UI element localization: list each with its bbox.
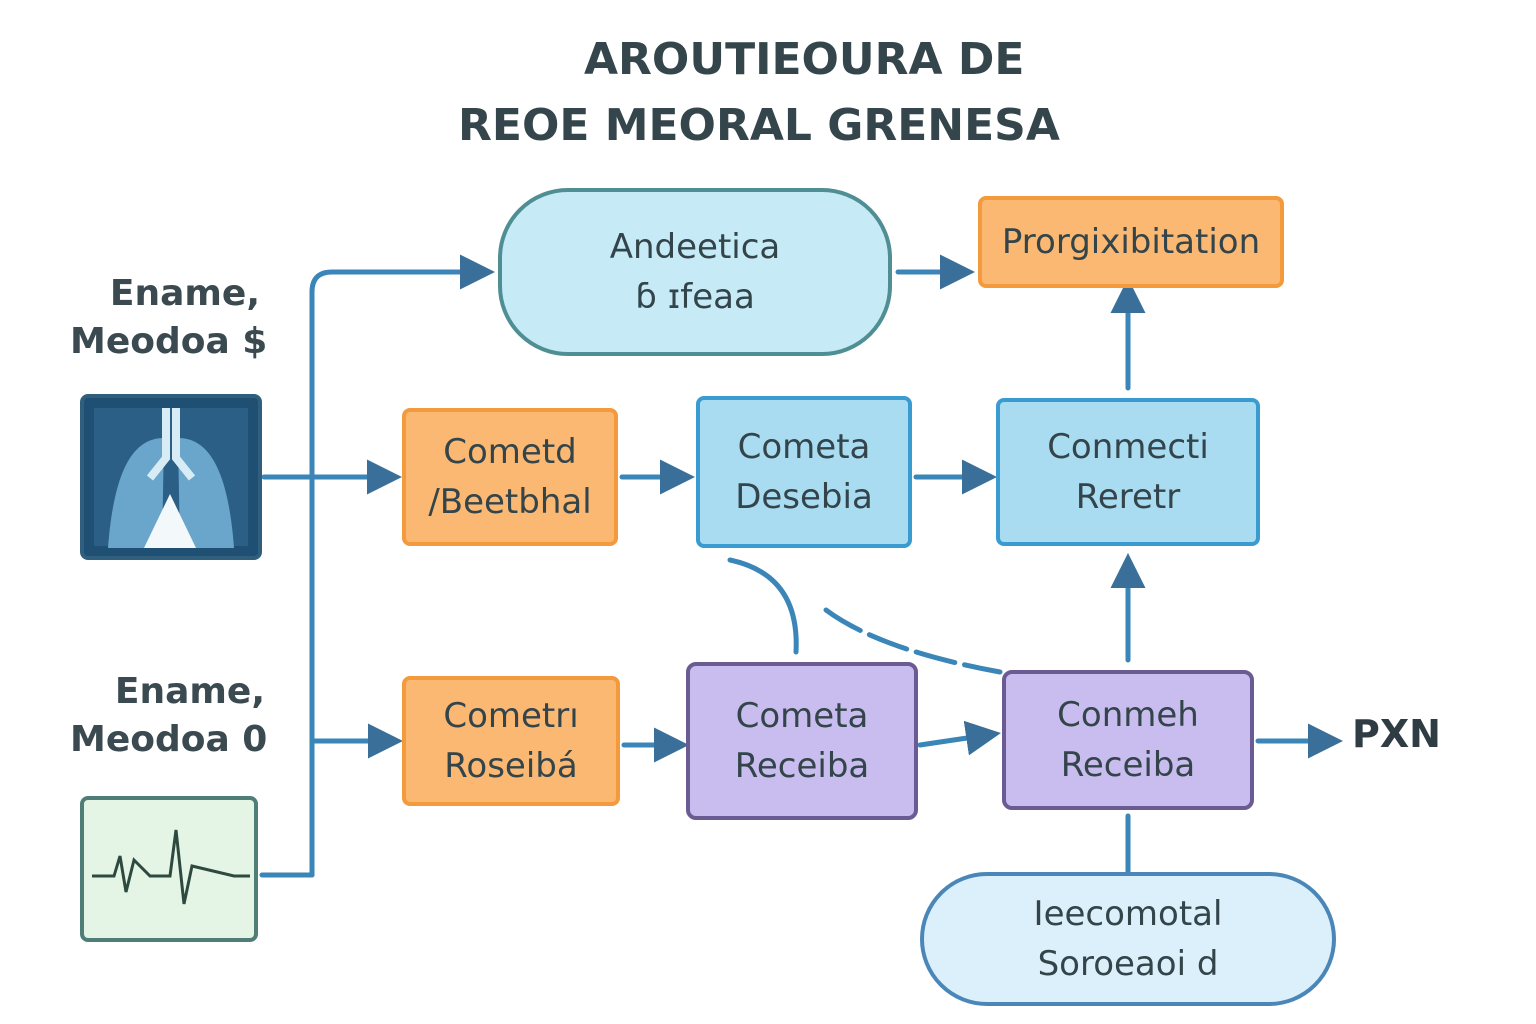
node-orange-mid-line2: /Beetbhal: [428, 482, 592, 522]
node-blue-mid-line1: Cometa: [737, 427, 871, 467]
input-label-bottom: Ename, Meodoa 0: [70, 668, 268, 764]
diagram-title-line2: REOE MEORAL GRENESA: [458, 100, 1060, 151]
node-pill-top-line2: ɓ ɪfeaa: [635, 277, 755, 317]
feedback-curve-1: [727, 557, 799, 655]
node-blue-right-line1: Conmecti: [1047, 427, 1209, 467]
node-blue-mid[interactable]: Cometa Desebia: [696, 396, 912, 548]
node-purple-mid-line1: Cometa: [735, 696, 869, 736]
purple-mid-to-purple-right-arrow: [917, 720, 1001, 756]
node-orange-mid-line1: Cometd: [443, 432, 577, 472]
node-pill-top[interactable]: Andeetica ɓ ɪfeaa: [498, 188, 892, 356]
input-bus-line: [309, 254, 495, 878]
node-pill-bottom[interactable]: Ieecomotal Soroeaoi d: [920, 872, 1336, 1006]
node-purple-right[interactable]: Conmeh Receiba: [1002, 670, 1254, 810]
node-orange-low[interactable]: Cometrı Roseibá: [402, 676, 620, 806]
feedback-curve-2: [823, 607, 1003, 675]
node-output-top-line1: Prorgixibitation: [1001, 222, 1261, 262]
node-orange-mid[interactable]: Cometd /Beetbhal: [402, 408, 618, 546]
node-blue-mid-line2: Desebia: [735, 477, 873, 517]
node-output-top[interactable]: Prorgixibitation: [978, 196, 1284, 288]
node-blue-right[interactable]: Conmecti Reretr: [996, 398, 1260, 546]
node-purple-mid[interactable]: Cometa Receiba: [686, 662, 918, 820]
diagram-title-line1: AROUTIEOURA DE: [584, 34, 1025, 85]
ecg-waveform-icon: [80, 796, 258, 942]
input-label-top-line2: Meodoa $: [70, 321, 268, 362]
node-pill-top-line1: Andeetica: [609, 227, 781, 267]
input-label-bottom-line1: Ename,: [114, 671, 265, 712]
input-label-top-line1: Ename,: [109, 273, 260, 314]
node-orange-low-line2: Roseibá: [444, 746, 578, 786]
input-label-bottom-line2: Meodoa 0: [70, 719, 268, 760]
output-label-pxn: PXN: [1352, 712, 1441, 756]
node-purple-mid-line2: Receiba: [734, 746, 870, 786]
lung-xray-icon: [80, 394, 262, 560]
node-purple-right-line1: Conmeh: [1057, 695, 1199, 735]
node-pill-bottom-line1: Ieecomotal: [1033, 894, 1223, 934]
input-label-top: Ename, Meodoa $: [70, 270, 268, 366]
node-purple-right-line2: Receiba: [1060, 745, 1196, 785]
node-blue-right-line2: Reretr: [1075, 477, 1181, 517]
node-orange-low-line1: Cometrı: [443, 696, 579, 736]
node-pill-bottom-line2: Soroeaoi d: [1037, 944, 1219, 984]
